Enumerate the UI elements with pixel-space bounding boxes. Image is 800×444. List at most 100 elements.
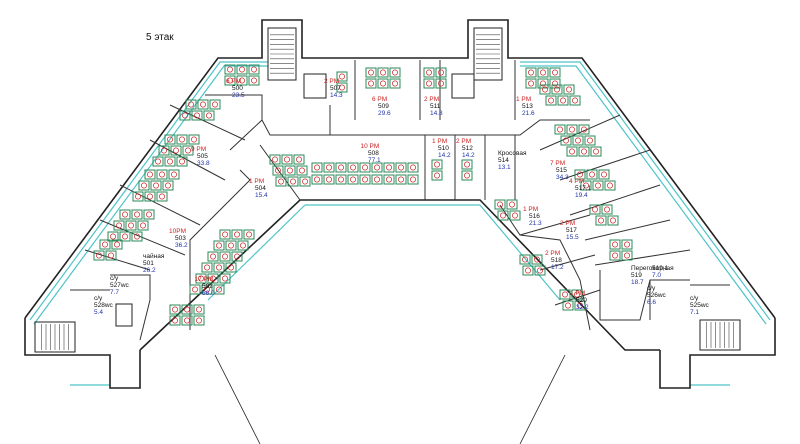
room-area: 21.3 [529, 220, 542, 227]
seat [314, 176, 320, 183]
desk [281, 154, 293, 165]
seat [368, 69, 374, 76]
workstation [293, 154, 305, 165]
workstation [525, 78, 537, 89]
seat [326, 176, 332, 183]
seat [540, 80, 546, 87]
desk [407, 162, 419, 173]
seat [509, 201, 515, 208]
workstation [189, 284, 201, 295]
desk [336, 71, 348, 82]
seat [537, 267, 543, 274]
workstation [191, 110, 203, 121]
seat [362, 164, 368, 171]
seat [577, 302, 583, 309]
room-number: 525wc [690, 302, 710, 309]
seat [560, 97, 566, 104]
workstation [554, 124, 566, 135]
seat [182, 112, 188, 119]
desk [365, 78, 377, 89]
seat [147, 171, 153, 178]
desk [578, 124, 590, 135]
seat [464, 161, 470, 168]
room-number: 519,1 [652, 265, 669, 272]
desk [143, 209, 155, 220]
desk [150, 180, 162, 191]
desk [580, 180, 592, 191]
seat [569, 148, 575, 155]
seat [172, 306, 178, 313]
room-number: 520 [576, 297, 587, 304]
seat [194, 112, 200, 119]
workstation [506, 199, 518, 210]
workstation [138, 180, 150, 191]
seat [134, 211, 140, 218]
workstation [231, 229, 243, 240]
desk [365, 67, 377, 78]
seat [153, 182, 159, 189]
seat [338, 164, 344, 171]
seat [228, 264, 234, 271]
seat [426, 80, 432, 87]
workstation [150, 180, 162, 191]
workstation [336, 82, 348, 93]
desk [522, 265, 534, 276]
workstation [156, 191, 168, 202]
desk [506, 199, 518, 210]
desk [311, 162, 323, 173]
seat [155, 158, 161, 165]
seat [528, 80, 534, 87]
seat [191, 136, 197, 143]
seat [198, 275, 204, 282]
desk [195, 273, 207, 284]
seat [222, 253, 228, 260]
workstation [559, 289, 571, 300]
desk [164, 134, 176, 145]
seat [569, 126, 575, 133]
room-area: 7.7 [110, 289, 119, 296]
desk [93, 250, 105, 261]
seat [184, 306, 190, 313]
workstation [551, 84, 563, 95]
workstation [431, 170, 443, 181]
seat [380, 69, 386, 76]
workstation [248, 75, 260, 86]
workstation [461, 170, 473, 181]
desk [156, 169, 168, 180]
seat [196, 306, 202, 313]
desk [193, 315, 205, 326]
desk [347, 174, 359, 185]
workstation [497, 210, 509, 221]
workstation [534, 265, 546, 276]
seat [566, 86, 572, 93]
desk [389, 78, 401, 89]
desk [359, 174, 371, 185]
seat [607, 182, 613, 189]
workstation [143, 209, 155, 220]
room-area: 32.2 [576, 304, 589, 311]
workstation [107, 231, 119, 242]
seat [192, 286, 198, 293]
seat [135, 193, 141, 200]
desk [557, 95, 569, 106]
workstation [509, 210, 521, 221]
desk [494, 199, 506, 210]
desk [248, 75, 260, 86]
room-number: 505 [197, 153, 208, 160]
workstation [336, 71, 348, 82]
desk [299, 176, 311, 187]
room-number: 518 [551, 257, 562, 264]
workstation [93, 250, 105, 261]
seat [548, 97, 554, 104]
workstation [119, 231, 131, 242]
room-number: 511 [430, 103, 441, 110]
seat [185, 147, 191, 154]
seat [438, 69, 444, 76]
seat [534, 256, 540, 263]
workstation [311, 174, 323, 185]
workstation [137, 220, 149, 231]
desk [237, 240, 249, 251]
room-area: 6.6 [647, 299, 656, 306]
desk [497, 210, 509, 221]
